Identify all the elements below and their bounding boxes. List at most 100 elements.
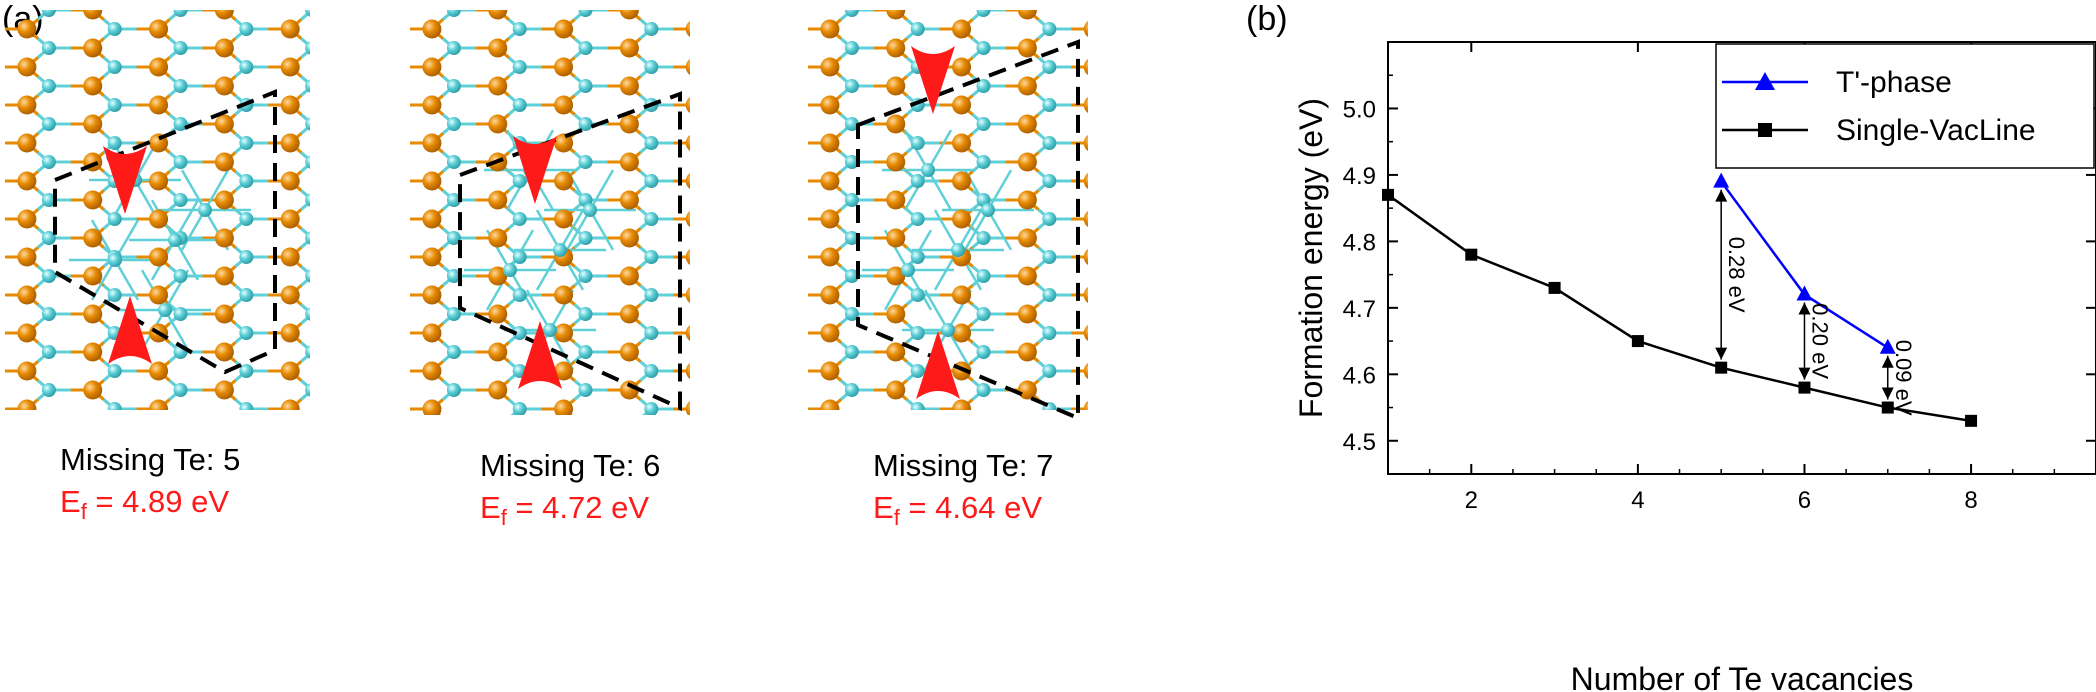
te-atom	[755, 381, 774, 400]
vacancy-bond	[203, 169, 230, 211]
te-atom	[422, 285, 442, 305]
bond	[311, 124, 322, 134]
bond	[300, 265, 310, 277]
bond	[300, 161, 310, 173]
bond	[366, 39, 377, 49]
vacancy-bond	[163, 309, 190, 351]
metal-atom	[305, 345, 310, 359]
te-atom	[554, 95, 574, 115]
te-atom	[280, 133, 300, 153]
bond	[709, 390, 720, 400]
te-atom	[752, 229, 771, 248]
bond	[356, 200, 367, 210]
bond	[1093, 134, 1104, 144]
bond	[235, 0, 246, 1]
bond	[772, 409, 783, 419]
bond	[1104, 352, 1110, 362]
bond	[775, 400, 786, 410]
bond	[764, 162, 775, 172]
metal-atom	[381, 212, 395, 226]
bond	[981, 10, 984, 12]
bond	[366, 124, 377, 134]
bond	[377, 409, 388, 419]
bond	[111, 407, 116, 410]
bond	[367, 400, 378, 410]
bond	[1104, 381, 1110, 391]
bond	[1093, 333, 1104, 343]
bond	[356, 153, 367, 163]
metal-atom	[1042, 288, 1057, 302]
bond	[1104, 1, 1110, 11]
metal-atom	[371, 136, 385, 150]
vacancy-bond	[923, 289, 950, 331]
bond	[764, 86, 775, 96]
vacancy-bond	[508, 229, 535, 271]
bond	[433, 124, 444, 134]
te-atom	[17, 57, 37, 77]
metal-atom	[41, 345, 56, 359]
ef-subscript: f	[893, 505, 900, 531]
bond	[772, 210, 783, 220]
bond	[1093, 143, 1104, 153]
bond	[761, 314, 772, 324]
te-atom	[886, 419, 905, 438]
bond	[838, 428, 849, 438]
metal-atom	[1108, 79, 1110, 93]
te-atom	[83, 304, 103, 324]
bond	[377, 362, 388, 372]
bond	[772, 96, 783, 106]
metal-atom	[910, 136, 925, 150]
bond	[764, 48, 775, 58]
bond	[311, 352, 322, 362]
metal-atom	[578, 155, 593, 169]
bond	[300, 324, 311, 334]
bond	[26, 407, 31, 410]
bond	[706, 229, 717, 239]
metal-atom	[1108, 269, 1110, 283]
bond	[761, 305, 772, 315]
te-atom	[214, 10, 234, 20]
te-atom	[689, 210, 708, 229]
metal-atom	[315, 383, 329, 397]
bond	[564, 0, 575, 1]
y-tick-label: 4.6	[1343, 362, 1376, 389]
bond	[356, 390, 367, 400]
bond	[377, 20, 388, 30]
metal-atom	[1108, 345, 1110, 359]
metal-atom	[844, 155, 859, 169]
bond	[1093, 219, 1104, 229]
bond	[367, 409, 378, 419]
bond	[775, 333, 786, 343]
te-atom	[357, 115, 376, 134]
metal-atom	[543, 323, 557, 337]
bond	[356, 305, 367, 315]
bond	[1093, 324, 1104, 334]
te-atom	[619, 304, 639, 324]
ef-symbol: E	[873, 490, 894, 525]
bond	[1093, 20, 1104, 30]
bond	[775, 257, 786, 267]
metal-atom	[910, 326, 925, 340]
bond	[772, 257, 783, 267]
te-atom	[347, 229, 366, 248]
bond	[761, 86, 772, 96]
vacancy-bond	[986, 169, 1013, 211]
te-atom	[422, 209, 442, 229]
bond	[367, 400, 378, 410]
arrow-up-icon	[108, 296, 152, 364]
te-atom	[280, 361, 300, 381]
te-atom	[1083, 325, 1088, 341]
bond	[764, 124, 775, 134]
bond	[1038, 438, 1049, 441]
te-atom	[488, 76, 508, 96]
metal-atom	[710, 307, 724, 321]
te-atom	[685, 173, 690, 189]
metal-atom	[446, 79, 461, 93]
bond	[695, 0, 706, 1]
metal-atom	[842, 421, 856, 435]
bond	[695, 29, 706, 39]
metal-atom	[173, 79, 188, 93]
te-atom	[357, 191, 376, 210]
te-atom	[1017, 38, 1037, 58]
metal-atom	[305, 421, 319, 435]
